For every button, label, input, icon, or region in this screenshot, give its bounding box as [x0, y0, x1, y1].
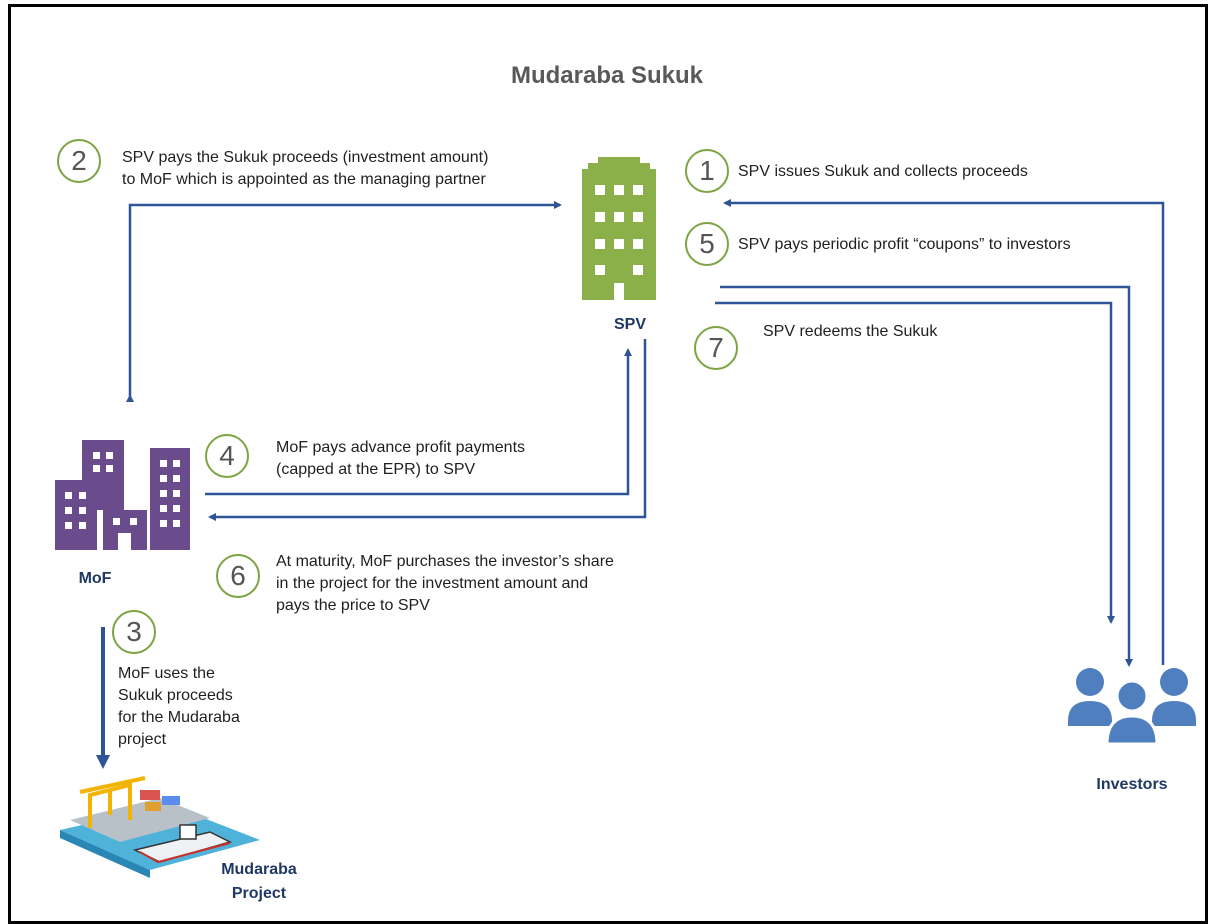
arrow-step-7: [715, 301, 1115, 624]
step-7-text: SPV redeems the Sukuk: [763, 323, 938, 340]
project-label: Mudaraba Project: [204, 858, 314, 906]
port-project-icon: [50, 770, 270, 885]
step-6-number: 6: [216, 554, 260, 598]
arrow-step-2: [126, 201, 562, 402]
step-2-number: 2: [57, 139, 101, 183]
step-3-number: 3: [112, 610, 156, 654]
step-7-number: 7: [694, 326, 738, 370]
step-3-line-3: for the Mudaraba: [118, 709, 240, 726]
step-4-line-1: MoF pays advance profit payments: [276, 439, 526, 456]
step-2-text: SPV pays the Sukuk proceeds (investment …: [122, 147, 488, 191]
investors-group-icon: [1066, 666, 1198, 751]
step-6-line-2: in the project for the investment amount…: [276, 575, 589, 592]
arrow-step-4: [205, 348, 632, 496]
step-3-line-2: Sukuk proceeds: [118, 687, 233, 704]
step-6-line-3: pays the price to SPV: [276, 597, 430, 614]
arrow-step-6: [208, 339, 647, 521]
step-6-text: At maturity, MoF purchases the investor’…: [276, 551, 614, 617]
arrow-step-1: [723, 199, 1165, 665]
investors-label: Investors: [1096, 776, 1168, 793]
step-4-line-2: (capped at the EPR) to SPV: [276, 461, 476, 478]
step-3-line-1: MoF uses the: [118, 665, 215, 682]
step-4-number: 4: [205, 434, 249, 478]
step-1-text: SPV issues Sukuk and collects proceeds: [738, 163, 1028, 180]
step-2-line-2: to MoF which is appointed as the managin…: [122, 171, 486, 188]
step-3-line-4: project: [118, 731, 167, 748]
step-5-text: SPV pays periodic profit “coupons” to in…: [738, 236, 1071, 253]
step-1-number: 1: [685, 149, 729, 193]
step-4-text: MoF pays advance profit payments (capped…: [276, 437, 525, 481]
mof-label: MoF: [78, 570, 112, 587]
mof-buildings-icon: [55, 440, 195, 555]
spv-building-icon: [578, 155, 660, 305]
spv-label: SPV: [613, 316, 646, 333]
diagram-title: Mudaraba Sukuk: [510, 62, 704, 89]
step-3-text: MoF uses the Sukuk proceeds for the Muda…: [118, 663, 240, 751]
project-label-line1: Mudaraba: [221, 861, 297, 878]
step-6-line-1: At maturity, MoF purchases the investor’…: [276, 553, 614, 570]
project-label-line2: Project: [231, 885, 287, 902]
arrow-step-5: [720, 285, 1133, 667]
step-5-number: 5: [685, 222, 729, 266]
step-2-line-1: SPV pays the Sukuk proceeds (investment …: [122, 149, 489, 166]
